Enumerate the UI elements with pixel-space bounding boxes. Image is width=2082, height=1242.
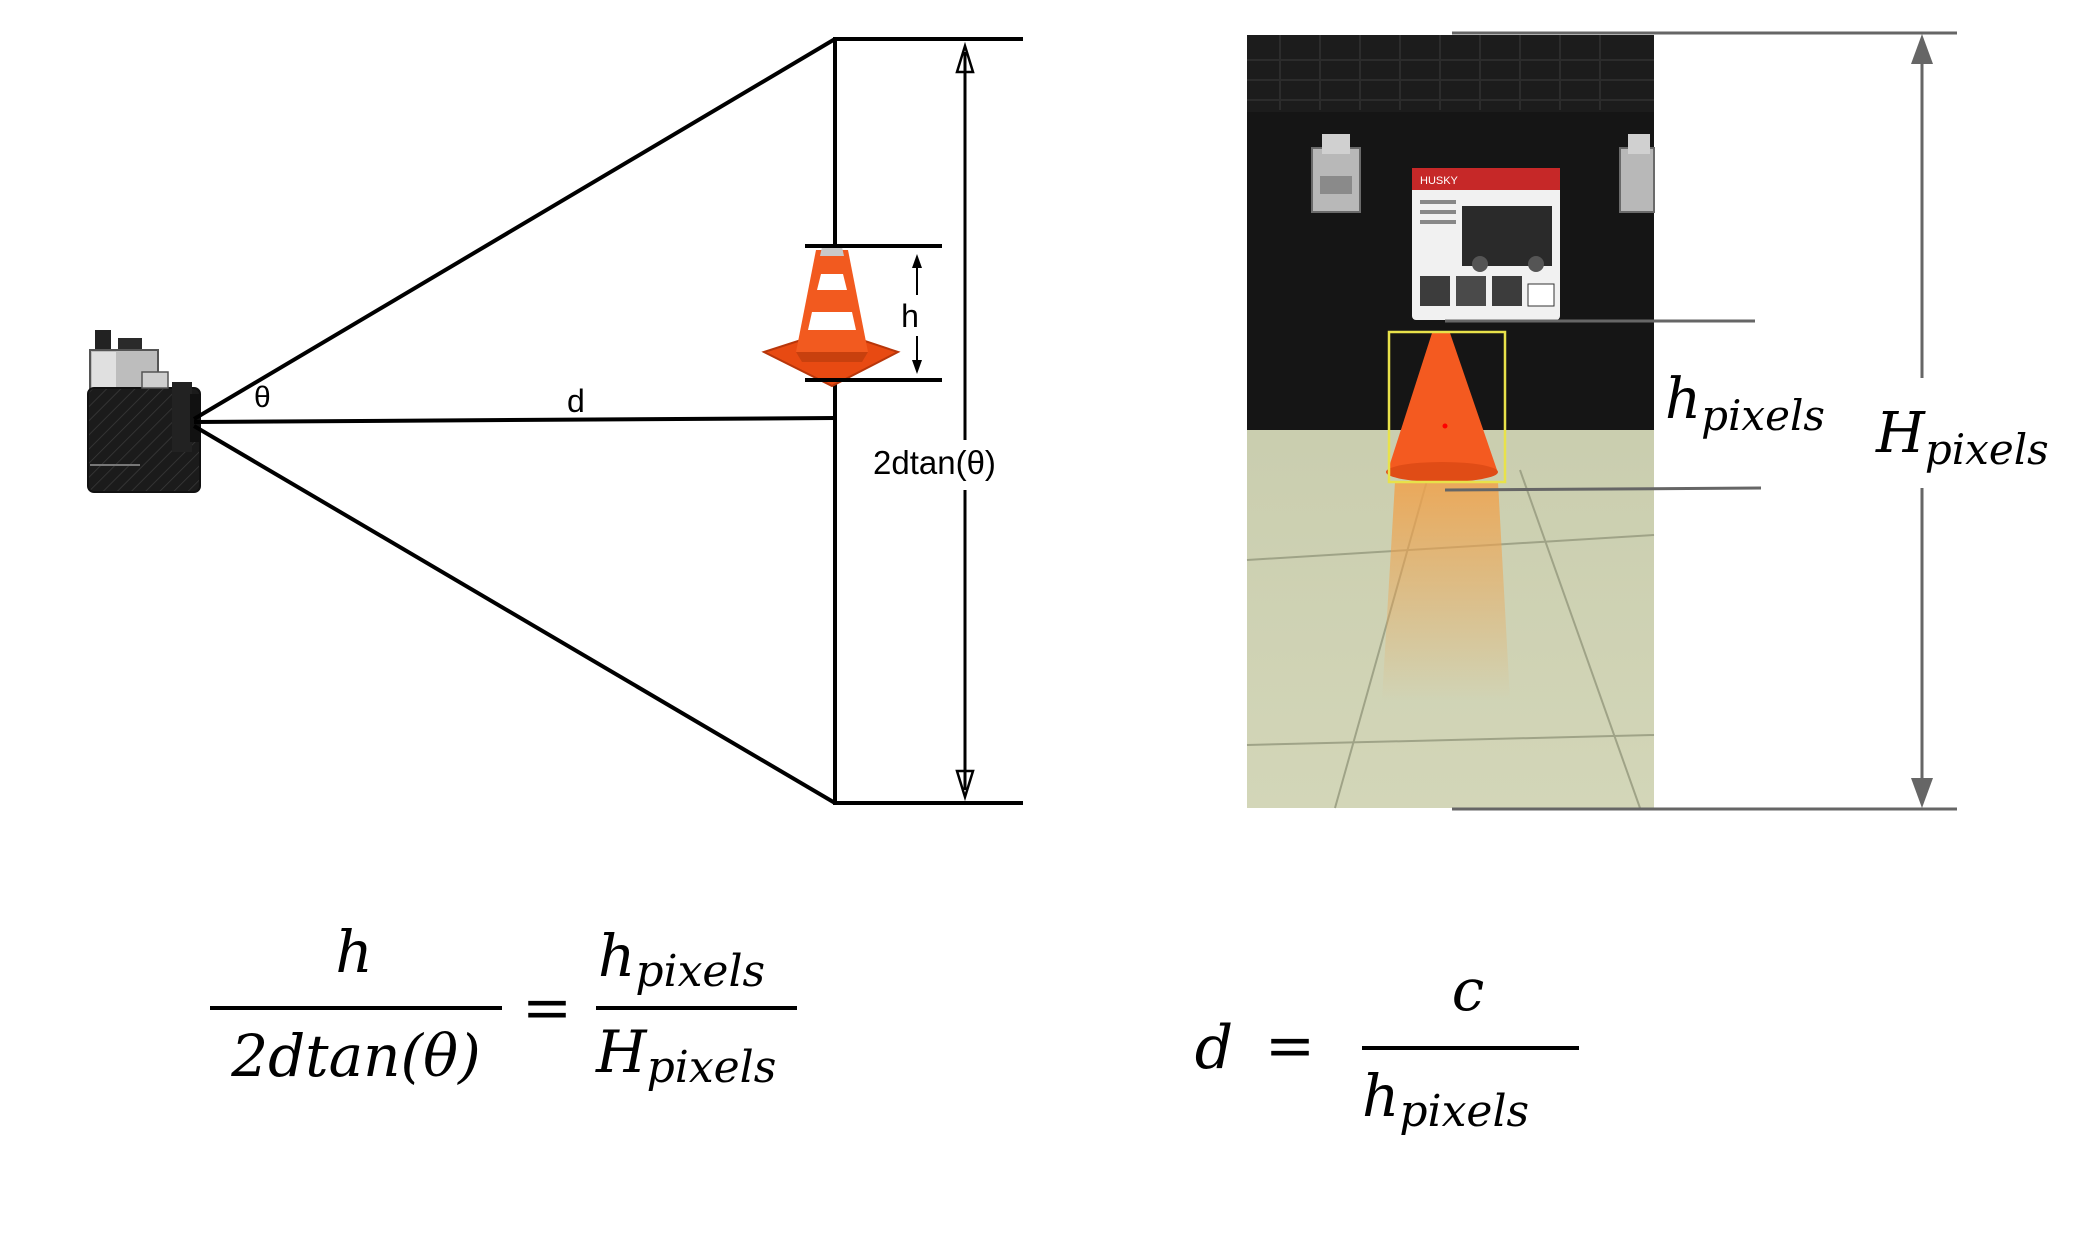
fov-top-ray <box>192 37 837 421</box>
product-sign: HUSKY <box>1412 168 1560 320</box>
camera-photo: HUSKY <box>1246 35 1655 809</box>
camera-icon <box>87 330 201 493</box>
fov-bottom-ray <box>192 424 837 805</box>
eq1-lhs-denominator: 2dtan(θ) <box>230 1022 480 1090</box>
detection-bounding-box <box>1387 330 1507 484</box>
fov-height-label: 2dtan(θ) <box>873 444 996 481</box>
eq2-denominator: hpixels <box>1362 1062 1529 1137</box>
eq1-lhs-numerator: h <box>335 918 372 986</box>
latch-left <box>1311 134 1361 213</box>
photo-cone <box>1388 333 1497 470</box>
camera-geometry-diagram: θ d h 2dtan(θ) <box>87 37 1023 805</box>
object-pixel-height-label: hpixels <box>1665 367 1825 440</box>
camera-image-diagram: HUSKY <box>1246 31 2049 811</box>
distance-equation: d = c hpixels <box>1195 956 1579 1137</box>
latch-right <box>1619 134 1655 213</box>
distance-axis-line <box>193 416 836 424</box>
traffic-cone-icon <box>761 247 901 388</box>
fov-height-dimension-arrow <box>955 41 975 802</box>
ratio-equation: h 2dtan(θ) = hpixels Hpixels <box>210 918 797 1093</box>
detection-center-marker <box>1442 423 1448 429</box>
bbox-bottom-line <box>1444 486 1762 492</box>
eq2-lhs: d <box>1195 1013 1233 1083</box>
sign-brand-text: HUSKY <box>1420 175 1459 187</box>
eq2-equals: = <box>1265 1011 1315 1081</box>
image-pixel-height-label: Hpixels <box>1875 401 2049 474</box>
image-height-dimension-arrow <box>1911 34 1933 808</box>
angle-label: θ <box>254 381 271 414</box>
distance-label: d <box>567 383 585 419</box>
object-height-dimension-arrow <box>912 254 922 374</box>
eq1-rhs-numerator: hpixels <box>598 922 765 997</box>
object-height-label: h <box>901 298 919 334</box>
eq1-rhs-denominator: Hpixels <box>595 1018 776 1093</box>
eq2-numerator: c <box>1452 956 1484 1024</box>
eq1-equals: = <box>522 973 572 1043</box>
